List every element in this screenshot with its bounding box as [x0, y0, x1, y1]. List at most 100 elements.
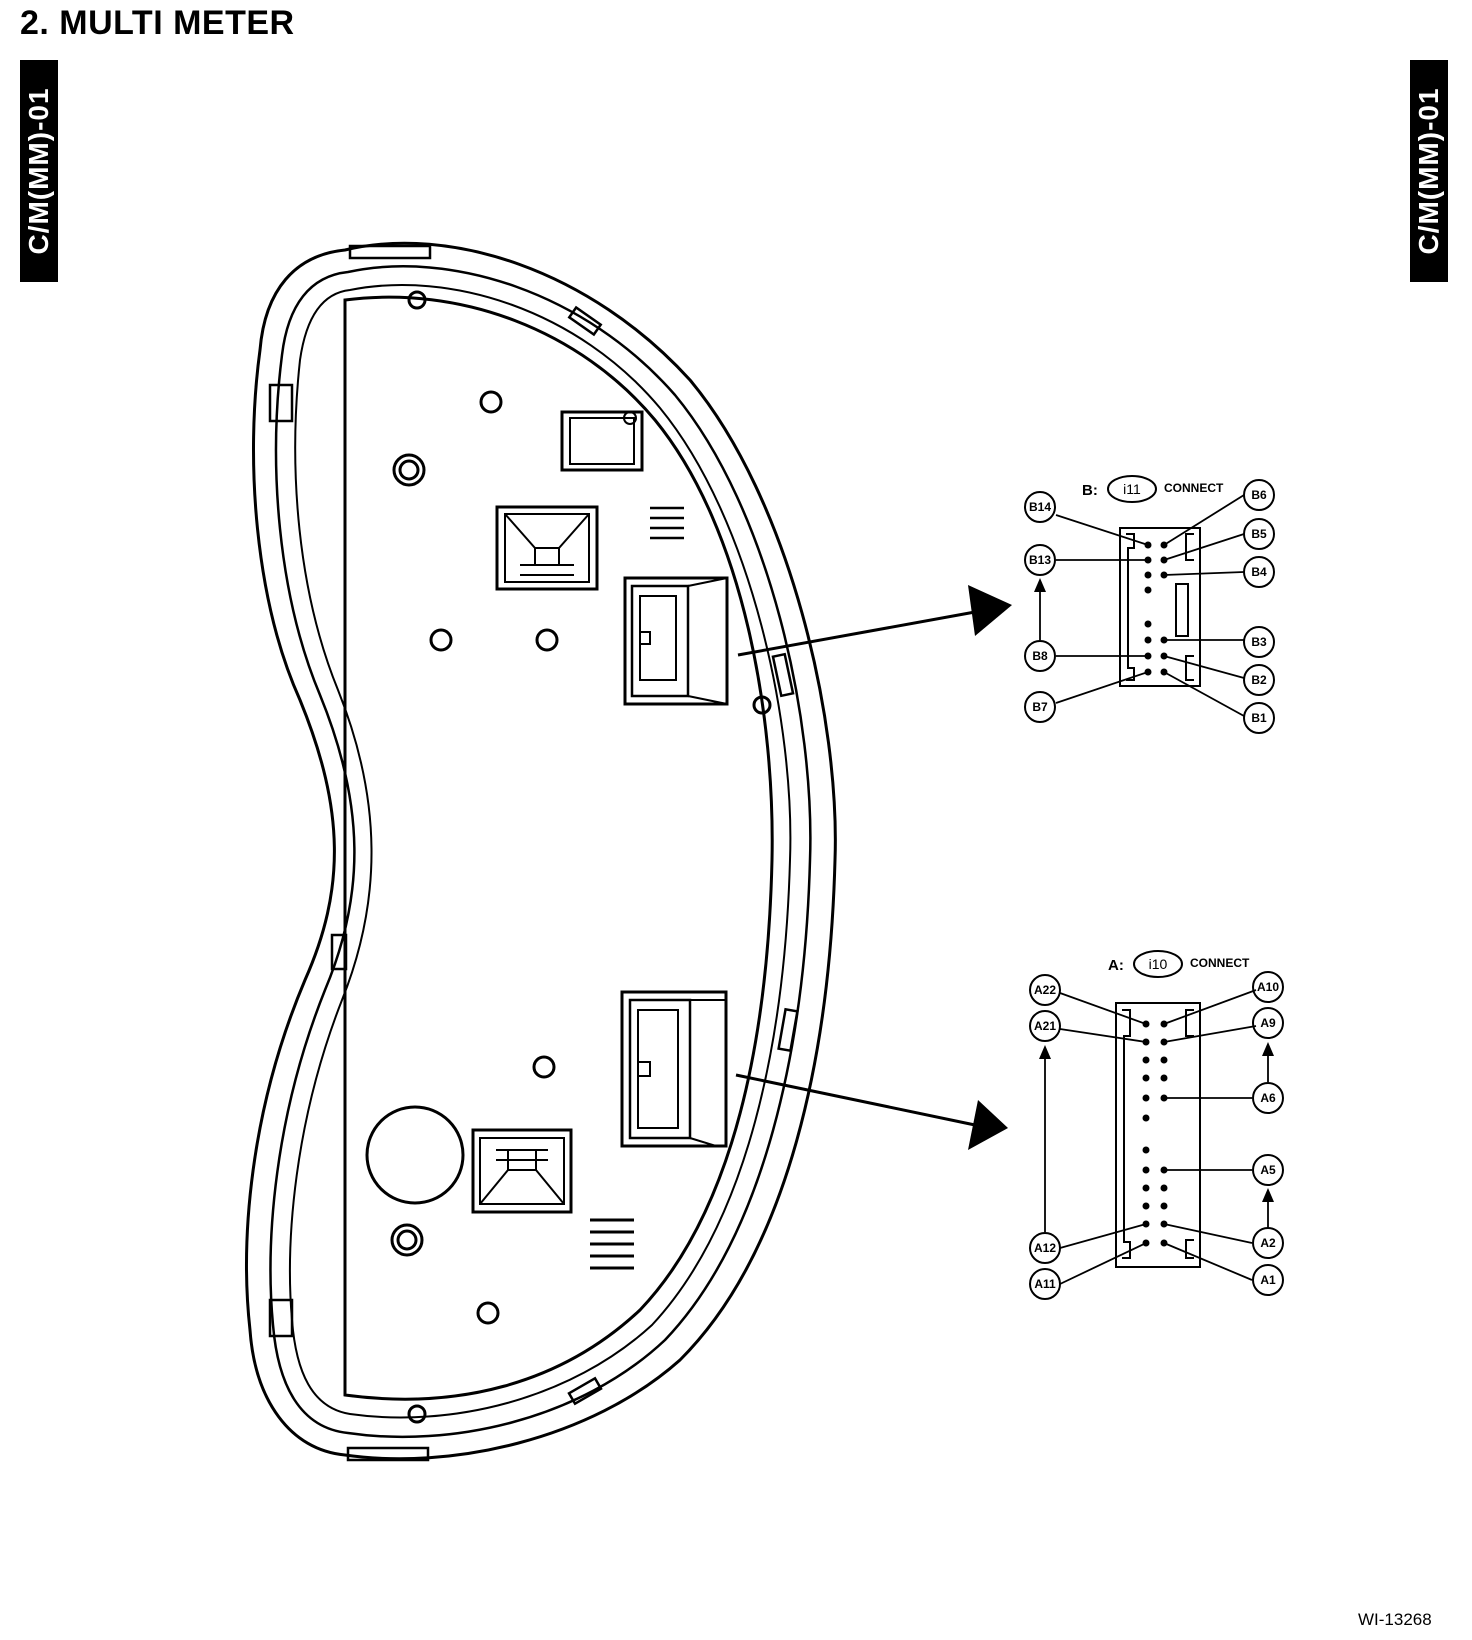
leader-a9: [1163, 1025, 1257, 1043]
connector-a-detail: [637, 999, 726, 1147]
connector-a-id-oval: [1133, 950, 1183, 978]
rim-tab-right-lower: [567, 1376, 603, 1406]
connector-a-suffix: CONNECT: [1190, 956, 1250, 970]
pin-marker-b1: [1243, 702, 1275, 734]
pin-marker-b6: [1243, 479, 1275, 511]
socket-block-top: [560, 410, 644, 472]
pin-label-b5: B5: [1251, 527, 1267, 541]
screw-hole: [398, 459, 420, 481]
connector-a-housing: [620, 990, 728, 1148]
leader-b6: [1163, 494, 1245, 546]
pin-label-b2: B2: [1251, 673, 1267, 687]
pointer-arrow-b: [737, 585, 1012, 657]
pin-label-b8: B8: [1032, 649, 1048, 663]
section-tab-right: C/M(MM)-01: [1410, 60, 1448, 282]
pin-marker-a2: [1252, 1227, 1284, 1259]
rim-pin-top: [407, 290, 427, 310]
vent-slots-lower: [590, 1218, 634, 1270]
bulb-socket-upper-shape: [504, 513, 590, 576]
bulb-socket-upper-inner: [504, 513, 590, 583]
connector-a-terminal: [1142, 1166, 1150, 1174]
pin-label-a9: A9: [1260, 1016, 1276, 1030]
pin-label-a6: A6: [1260, 1091, 1276, 1105]
pin-label-a10: A10: [1257, 980, 1279, 994]
rim-tab-left-mid: [330, 933, 348, 971]
leader-a10: [1163, 989, 1257, 1025]
screw-hole: [429, 628, 453, 652]
connector-a-terminal: [1142, 1094, 1150, 1102]
rim-tab-right-low: [777, 1007, 799, 1053]
range-arrowhead-b: [1034, 578, 1046, 592]
pin-marker-b13: [1024, 544, 1056, 576]
rim-tab-left-lower: [268, 1298, 294, 1338]
screw-hole: [390, 1223, 424, 1257]
connector-b-detail: [639, 577, 728, 705]
pin-marker-a22: [1029, 974, 1061, 1006]
leader-b4: [1163, 571, 1245, 576]
meter-housing-outer: [245, 241, 837, 1461]
pin-marker-b2: [1243, 664, 1275, 696]
leader-a11: [1059, 1242, 1147, 1285]
pointer-arrow-a: [735, 1073, 1008, 1150]
pin-marker-b8: [1024, 640, 1056, 672]
connector-a-terminal: [1142, 1202, 1150, 1210]
screw-hole: [396, 1229, 418, 1251]
connector-b-terminal: [1144, 636, 1152, 644]
connector-a-terminal: [1160, 1184, 1168, 1192]
connector-b-prefix: B:: [1082, 482, 1098, 499]
connector-b-terminal: [1144, 571, 1152, 579]
pin-label-b14: B14: [1029, 500, 1051, 514]
pin-marker-a11: [1029, 1268, 1061, 1300]
leader-b5: [1163, 533, 1245, 561]
connector-b-id-oval: [1107, 475, 1157, 503]
pin-label-b4: B4: [1251, 565, 1267, 579]
rim-clip-bottom: [346, 1446, 430, 1462]
pin-label-a5: A5: [1260, 1163, 1276, 1177]
pin-marker-a9: [1252, 1007, 1284, 1039]
pin-label-b6: B6: [1251, 488, 1267, 502]
pin-label-a11: A11: [1034, 1277, 1056, 1291]
pin-label-a21: A21: [1034, 1019, 1056, 1033]
pin-label-b1: B1: [1251, 711, 1267, 725]
pin-marker-a6: [1252, 1082, 1284, 1114]
meter-housing-inner: [269, 265, 812, 1439]
range-arrowhead-a-left: [1039, 1045, 1051, 1059]
connector-a-terminal: [1142, 1146, 1150, 1154]
screw-hole: [479, 390, 503, 414]
connector-b-id: i11: [1123, 481, 1141, 497]
rim-tab-right-mid: [771, 652, 795, 698]
rim-pin-right: [752, 695, 772, 715]
pin-marker-b14: [1024, 491, 1056, 523]
screw-hole: [392, 453, 426, 487]
leader-b14: [1055, 514, 1149, 546]
bulb-socket-lower-shape: [479, 1149, 565, 1205]
connector-b-face-outline: [1126, 533, 1194, 681]
pin-marker-b4: [1243, 556, 1275, 588]
pin-marker-b3: [1243, 626, 1275, 658]
connector-a-face-outline: [1122, 1009, 1194, 1259]
socket-block-top-inner: [569, 417, 635, 465]
connector-a-face: [1115, 1002, 1201, 1268]
leader-a21: [1059, 1028, 1147, 1043]
pin-label-b3: B3: [1251, 635, 1267, 649]
leader-b1: [1163, 671, 1245, 717]
pin-label-a1: A1: [1260, 1273, 1276, 1287]
bulb-socket-lower: [471, 1128, 573, 1214]
connector-a-terminal: [1142, 1184, 1150, 1192]
pin-marker-a5: [1252, 1154, 1284, 1186]
connector-b-terminal: [1144, 586, 1152, 594]
pin-marker-a21: [1029, 1010, 1061, 1042]
pin-marker-a10: [1252, 971, 1284, 1003]
leader-a2: [1163, 1223, 1253, 1244]
connector-a-prefix: A:: [1108, 957, 1124, 974]
meter-housing-rim: [289, 284, 792, 1419]
leader-b2: [1163, 655, 1245, 679]
connector-b-key: [1175, 583, 1189, 637]
rim-pin-bottom: [407, 1404, 427, 1424]
pin-marker-b7: [1024, 691, 1056, 723]
rim-tab-right-upper: [567, 305, 603, 337]
vent-slots-upper: [650, 506, 684, 540]
connector-b-detail-view: B: i11 CONNECT: [1024, 475, 1275, 734]
connector-a-id: i10: [1149, 956, 1168, 972]
